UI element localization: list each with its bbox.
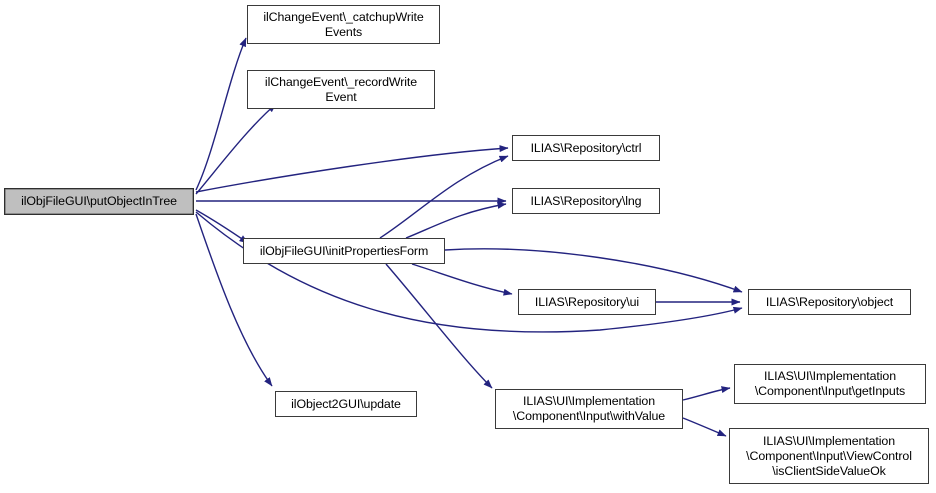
edge-root-to-record (195, 103, 277, 195)
edge-root-to-catchup (195, 37, 247, 191)
graph-node-ctrl[interactable]: ILIAS\Repository\ctrl (512, 135, 660, 161)
graph-node-label: ilObjFileGUI\initPropertiesForm (259, 243, 429, 258)
graph-node-label: ilObjFileGUI\putObjectInTree (21, 194, 177, 208)
edge-initform-to-ui (411, 263, 513, 296)
graph-node-label: ilObject2GUI\update (291, 396, 401, 411)
graph-node-ui[interactable]: ILIAS\Repository\ui (518, 289, 656, 315)
edge-withvalue-to-isclientside (682, 417, 727, 437)
graph-node-initform[interactable]: ilObjFileGUI\initPropertiesForm (243, 238, 445, 264)
edge-root-to-object (195, 211, 743, 333)
edge-initform-to-ctrl (379, 155, 509, 239)
edge-withvalue-to-getinputs (682, 386, 731, 401)
graph-node-label: ILIAS\Repository\ctrl (530, 140, 642, 155)
edge-root-to-ctrl (195, 145, 509, 193)
graph-node-root[interactable]: ilObjFileGUI\putObjectInTree (4, 188, 194, 215)
edge-initform-to-object (444, 248, 743, 293)
graph-node-label: ILIAS\Repository\ui (534, 294, 640, 309)
edge-initform-to-lng (405, 202, 507, 239)
graph-node-label: ILIAS\UI\Implementation \Component\Input… (746, 433, 912, 478)
graph-node-lng[interactable]: ILIAS\Repository\lng (512, 188, 660, 214)
graph-node-label: ILIAS\Repository\lng (530, 193, 642, 208)
graph-node-object[interactable]: ILIAS\Repository\object (748, 289, 911, 315)
graph-node-label: ILIAS\Repository\object (765, 294, 894, 309)
edge-root-to-initform (195, 209, 249, 244)
graph-node-catchup[interactable]: ilChangeEvent\_catchupWrite Events (247, 5, 440, 44)
edge-initform-to-withvalue (385, 263, 493, 389)
graph-node-label: ilChangeEvent\_catchupWrite Events (263, 9, 424, 39)
graph-node-update[interactable]: ilObject2GUI\update (275, 391, 417, 417)
graph-node-label: ILIAS\UI\Implementation \Component\Input… (512, 394, 666, 423)
graph-node-label: ILIAS\UI\Implementation \Component\Input… (754, 369, 906, 398)
graph-node-getinputs[interactable]: ILIAS\UI\Implementation \Component\Input… (734, 364, 926, 404)
graph-node-label: ilChangeEvent\_recordWrite Event (264, 74, 418, 104)
graph-node-withvalue[interactable]: ILIAS\UI\Implementation \Component\Input… (495, 389, 683, 429)
graph-node-record[interactable]: ilChangeEvent\_recordWrite Event (247, 70, 435, 109)
graph-node-isclientside[interactable]: ILIAS\UI\Implementation \Component\Input… (729, 428, 929, 484)
